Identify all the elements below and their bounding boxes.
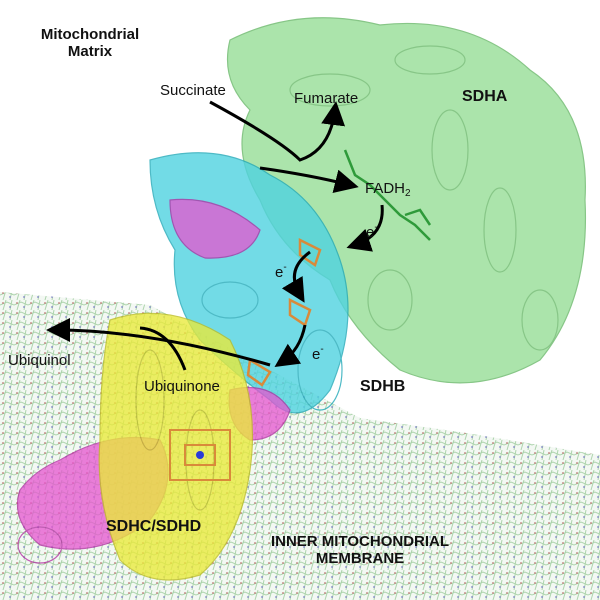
succinate-to-fumarate-arrow: [209, 100, 346, 162]
electron-3-symbol: e: [312, 346, 321, 363]
sdhc-sdhd-label: SDHC/SDHD: [106, 518, 202, 535]
to-fadh2-arrow: [259, 166, 359, 194]
fadh2-main: FADH: [365, 180, 406, 197]
electron-2-symbol: e: [275, 264, 284, 281]
membrane-label: INNER MITOCHONDRIAL MEMBRANE: [235, 533, 485, 567]
membrane-label-line1: INNER MITOCHONDRIAL: [270, 533, 450, 550]
electron-arrow-1: [346, 204, 384, 252]
membrane-label-line2: MEMBRANE: [315, 550, 405, 567]
sdhb-label: SDHB: [360, 378, 406, 395]
electron-1-symbol: e: [366, 224, 375, 241]
heme-group: [169, 429, 231, 481]
sdha-label: SDHA: [462, 88, 508, 105]
ubiquinol-label: Ubiquinol: [8, 352, 71, 369]
electron-label-3: e-: [312, 344, 324, 363]
matrix-label-line2: Matrix: [67, 43, 113, 60]
ubiquinone-to-ubiquinol-arrow: [46, 318, 271, 367]
sdha-subunit: [226, 17, 587, 384]
matrix-label-line1: Mitochondrial: [40, 26, 140, 43]
fadh2-subscript: 2: [405, 188, 411, 199]
succinate-label: Succinate: [160, 82, 226, 99]
reaction-arrows: [46, 100, 384, 371]
fadh2-label: FADH2: [365, 180, 411, 199]
matrix-label: Mitochondrial Matrix: [30, 26, 150, 60]
electron-arrow-2: [281, 250, 311, 303]
electron-label-2: e-: [275, 262, 287, 281]
electron-2-charge: -: [283, 262, 287, 273]
electron-3-charge: -: [320, 344, 324, 355]
fumarate-label: Fumarate: [294, 90, 359, 107]
electron-arrow-3: [274, 324, 307, 367]
ubiquinone-branch: [139, 326, 187, 371]
electron-1-charge: -: [374, 222, 378, 233]
electron-label-1: e-: [366, 222, 378, 241]
ubiquinone-label: Ubiquinone: [144, 378, 220, 395]
